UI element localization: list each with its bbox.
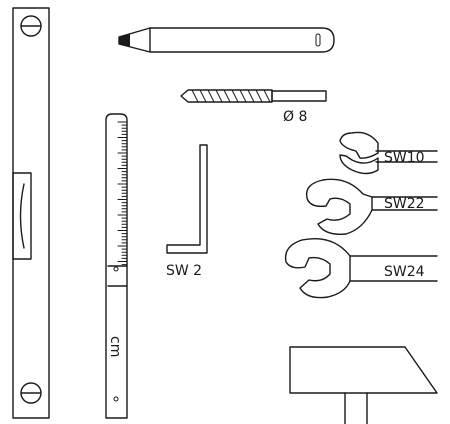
wrench-sw24-icon [284,238,438,299]
hex-key-icon [166,144,208,254]
wrench-sw24-label: SW24 [384,264,425,280]
wrench-sw22-label: SW22 [384,196,425,212]
hex-key-size-label: SW 2 [166,263,202,279]
spirit-level-icon [12,7,50,419]
wrench-sw10-label: SW10 [384,150,425,166]
ruler-unit-label: cm [107,336,123,357]
folding-ruler-icon [105,113,128,419]
wrench-sw10-icon [339,131,438,175]
pencil-icon [118,27,335,53]
wrench-sw22-icon [305,178,438,235]
hammer-icon [289,346,438,424]
drill-size-label: Ø 8 [283,109,307,125]
drill-bit-icon [180,89,327,103]
